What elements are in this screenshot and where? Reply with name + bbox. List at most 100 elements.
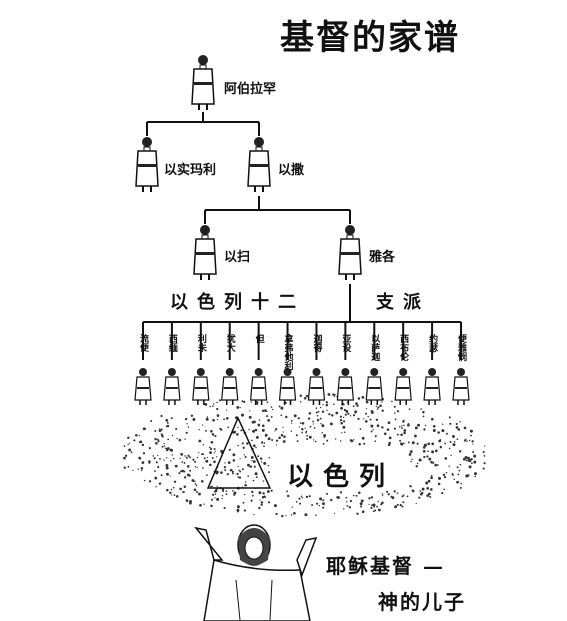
crowd-dot	[453, 440, 456, 443]
crowd-dot	[218, 399, 222, 402]
crowd-dot	[201, 424, 204, 426]
crowd-dot	[191, 479, 195, 482]
crowd-dot	[210, 440, 214, 444]
crowd-dot	[470, 434, 472, 437]
crowd-dot	[224, 462, 226, 464]
crowd-dot	[166, 457, 168, 459]
crowd-dot	[239, 458, 241, 460]
crowd-dot	[322, 404, 324, 406]
crowd-dot	[470, 457, 473, 461]
crowd-dot	[355, 494, 358, 497]
crowd-dot	[305, 394, 309, 398]
crowd-dot	[342, 416, 345, 419]
crowd-dot	[450, 454, 452, 456]
crowd-dot	[250, 455, 254, 459]
crowd-dot	[365, 400, 369, 404]
crowd-dot	[157, 454, 159, 457]
crowd-dot	[257, 455, 260, 458]
crowd-dot	[266, 490, 270, 493]
crowd-dot	[246, 442, 249, 445]
crowd-dot	[253, 513, 255, 516]
crowd-dot	[231, 472, 234, 475]
crowd-dot	[316, 414, 319, 417]
crowd-dot	[343, 431, 346, 433]
crowd-dot	[244, 483, 247, 487]
crowd-dot	[323, 434, 327, 438]
crowd-dot	[211, 485, 213, 488]
crowd-dot	[409, 450, 413, 454]
crowd-dot	[473, 454, 477, 458]
crowd-dot	[326, 492, 329, 495]
crowd-dot	[160, 474, 163, 477]
crowd-dot	[365, 408, 368, 410]
crowd-dot	[391, 496, 395, 499]
crowd-dot	[277, 440, 279, 442]
crowd-dot	[458, 450, 462, 453]
crowd-dot	[231, 470, 234, 473]
crowd-dot	[205, 459, 209, 463]
crowd-dot	[172, 457, 175, 460]
tribe-figure	[220, 367, 239, 406]
tribe-label: 犹大	[224, 334, 235, 352]
crowd-dot	[322, 499, 325, 502]
crowd-dot	[432, 425, 436, 428]
crowd-dot	[304, 513, 308, 517]
crowd-dot	[356, 404, 359, 407]
crowd-dot	[299, 422, 302, 424]
crowd-dot	[280, 434, 284, 437]
crowd-dot	[166, 421, 169, 424]
crowd-dot	[158, 482, 162, 485]
crowd-dot	[422, 415, 425, 418]
crowd-dot	[463, 426, 467, 430]
crowd-dot	[437, 431, 440, 434]
crowd-dot	[226, 473, 229, 476]
crowd-dot	[328, 413, 331, 416]
crowd-dot	[278, 436, 281, 440]
crowd-dot	[467, 474, 470, 477]
crowd-dot	[285, 415, 288, 419]
crowd-dot	[208, 446, 211, 449]
crowd-dot	[247, 475, 250, 477]
crowd-dot	[209, 451, 212, 454]
crowd-dot	[431, 417, 434, 421]
crowd-dot	[368, 497, 371, 500]
crowd-dot	[424, 443, 427, 447]
crowd-dot	[402, 501, 405, 504]
crowd-dot	[468, 465, 472, 469]
crowd-dot	[291, 506, 293, 508]
crowd-dot	[137, 468, 139, 470]
crowd-dot	[255, 476, 258, 479]
crowd-dot	[472, 443, 474, 445]
crowd-dot	[202, 467, 204, 469]
tribe-figure	[394, 367, 412, 406]
crowd-dot	[377, 500, 380, 503]
crowd-dot	[387, 443, 391, 447]
crowd-dot	[213, 460, 216, 464]
crowd-dot	[298, 426, 301, 428]
crowd-dot	[198, 452, 200, 454]
crowd-dot	[205, 429, 207, 432]
crowd-dot	[185, 499, 189, 502]
crowd-dot	[359, 428, 362, 430]
crowd-dot	[466, 440, 468, 442]
crowd-dot	[214, 489, 218, 493]
crowd-dot	[360, 505, 363, 508]
crowd-dot	[179, 457, 181, 459]
crowd-dot	[483, 455, 486, 457]
crowd-dot	[209, 463, 212, 467]
crowd-dot	[139, 440, 143, 444]
crowd-dot	[210, 485, 212, 488]
crowd-dot	[184, 417, 188, 421]
crowd-dot	[465, 438, 467, 440]
crowd-dot	[237, 510, 239, 513]
crowd-dot	[171, 434, 174, 437]
crowd-dot	[319, 417, 322, 420]
tribes-heading-right: 支派	[376, 292, 430, 313]
crowd-dot	[483, 462, 486, 465]
crowd-dot	[286, 490, 288, 493]
crowd-dot	[268, 456, 271, 459]
crowd-dot	[312, 423, 314, 425]
crowd-dot	[313, 427, 316, 429]
crowd-dot	[474, 472, 477, 476]
crowd-dot	[193, 488, 197, 492]
